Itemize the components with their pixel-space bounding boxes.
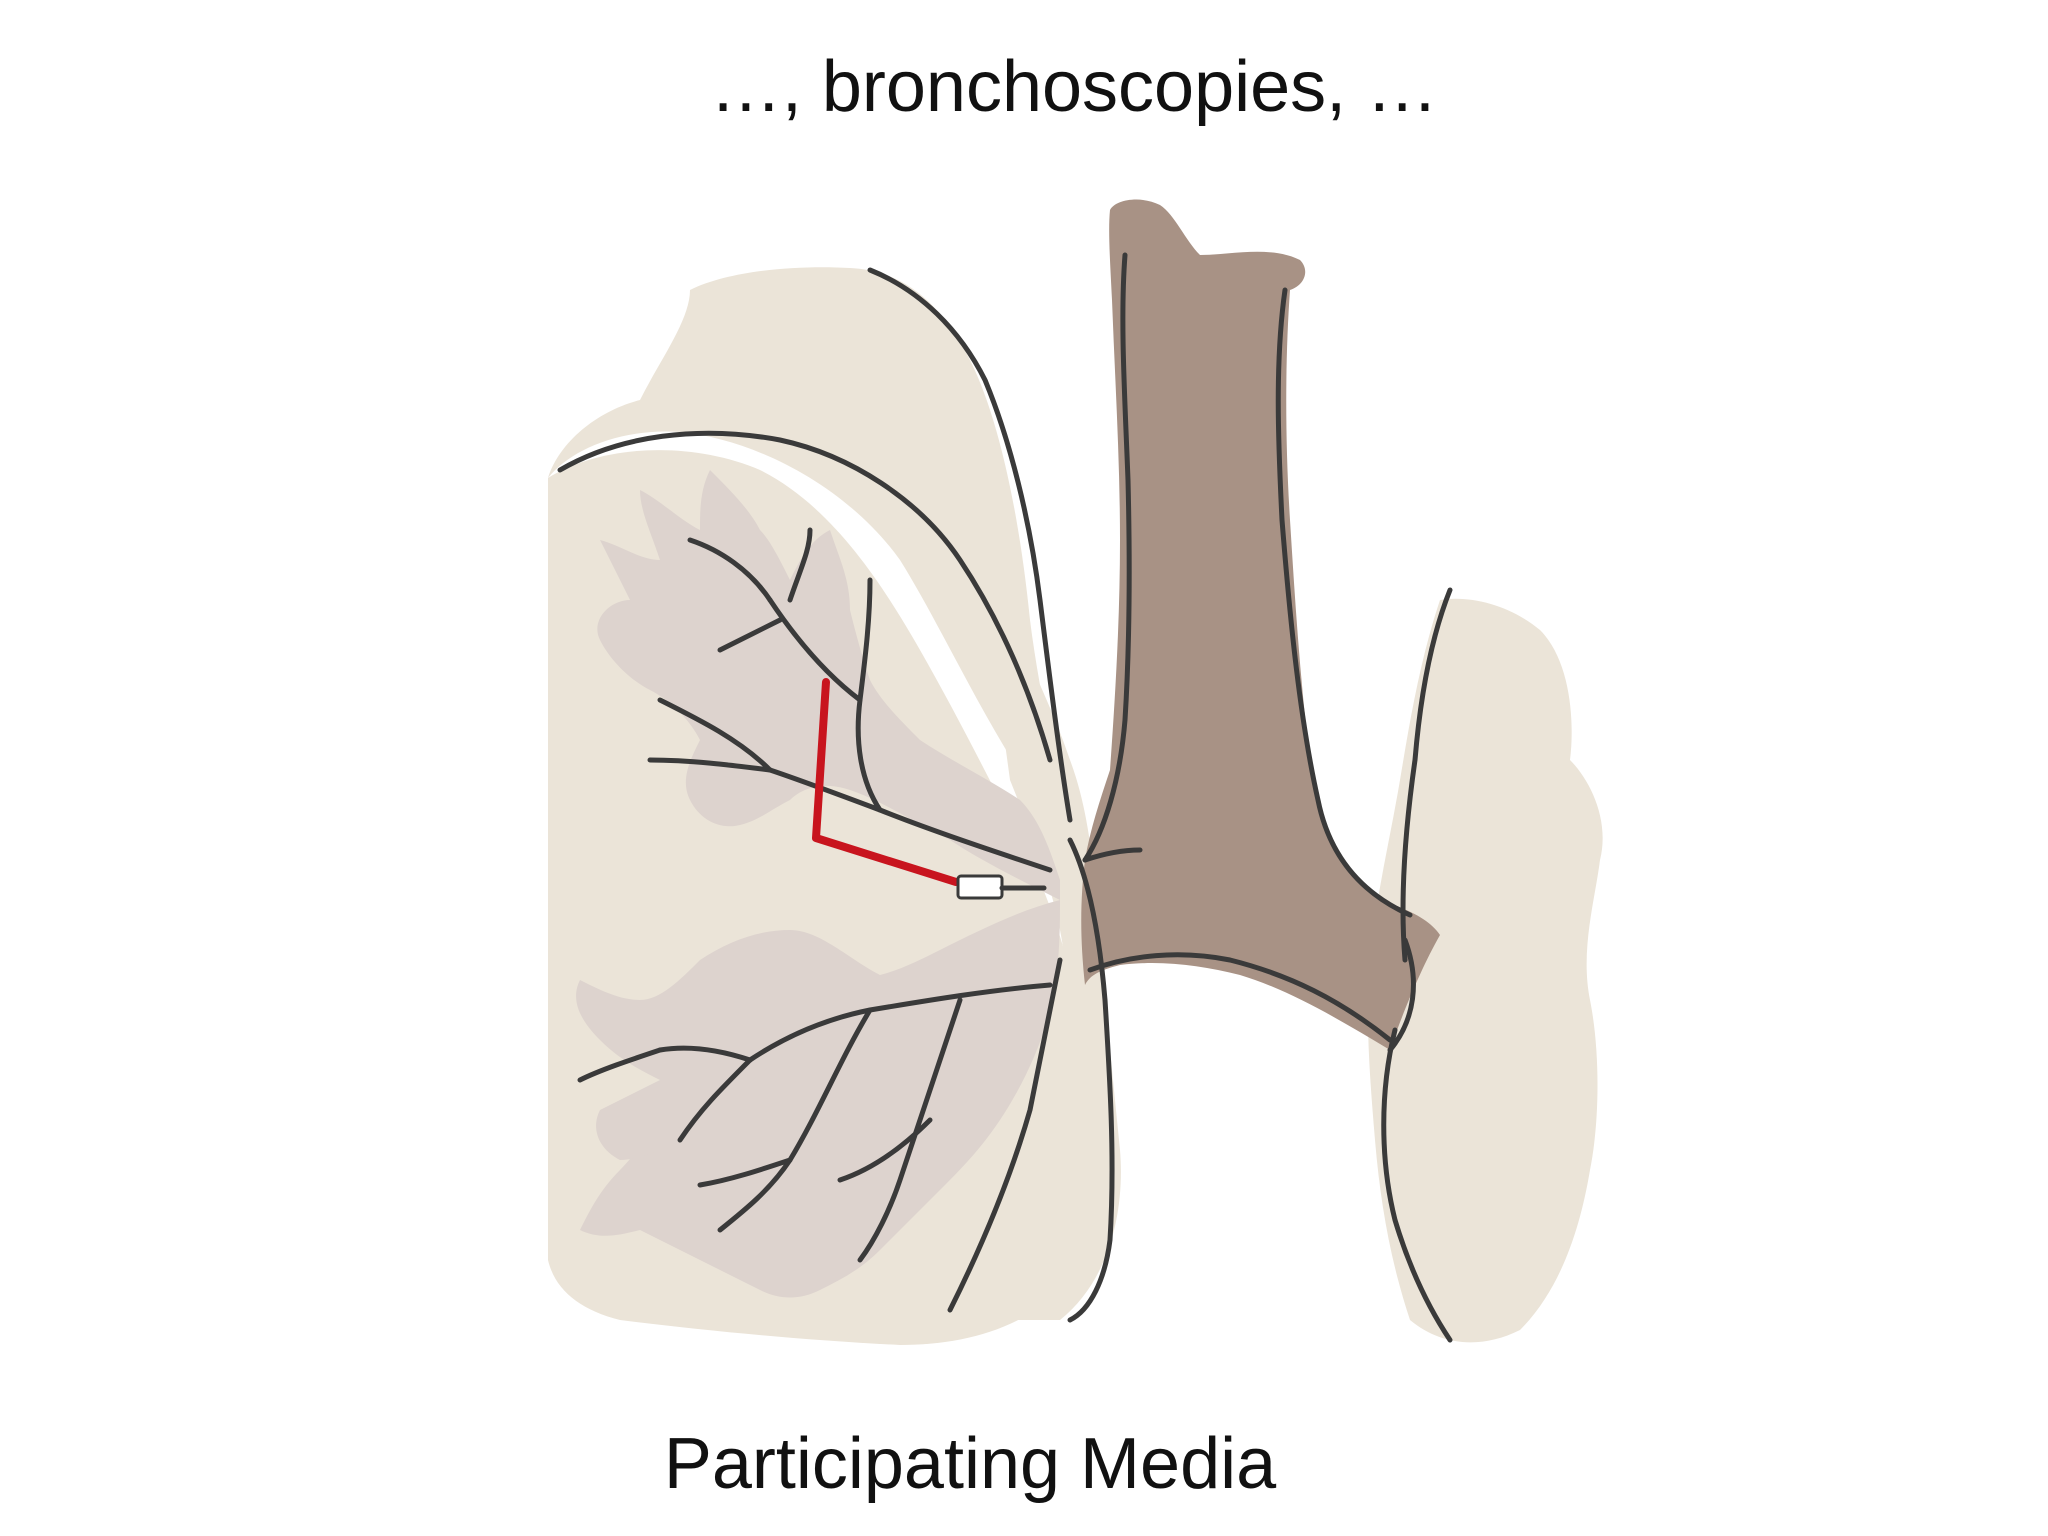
outline-strokes bbox=[557, 252, 1453, 1343]
bronchoscope-tip bbox=[956, 874, 1004, 900]
right-lung bbox=[1367, 598, 1603, 1343]
bronchoscope-catheter bbox=[812, 678, 960, 886]
mediastinum-left bbox=[980, 560, 1121, 1320]
bronchial-tree-lower-left bbox=[576, 930, 880, 1160]
trachea bbox=[1081, 199, 1440, 1051]
left-lung-upper-lobe bbox=[548, 267, 1070, 840]
slide-title: …, bronchoscopies, … bbox=[709, 47, 1439, 127]
slide-caption: Participating Media bbox=[663, 1424, 1277, 1504]
